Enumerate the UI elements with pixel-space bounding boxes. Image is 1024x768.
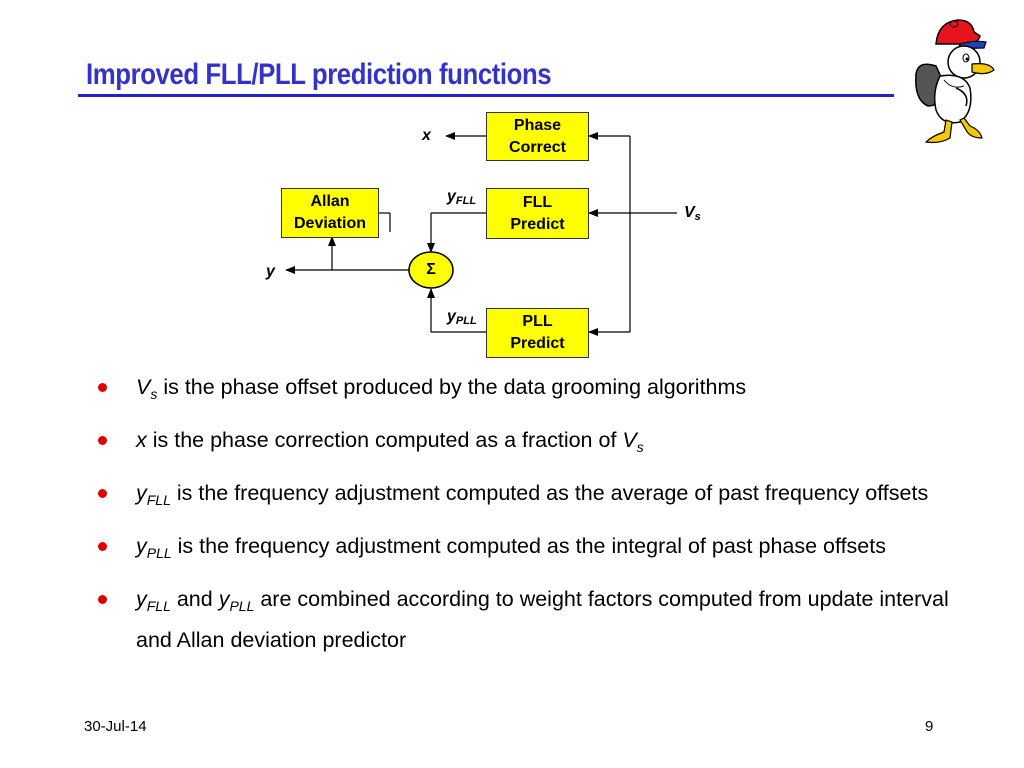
bullet-dot-icon	[98, 489, 107, 498]
pll-predict-line2: Predict	[510, 335, 565, 352]
allan-deviation-line2: Deviation	[293, 215, 366, 232]
bullet-dot-icon	[98, 383, 107, 392]
label-y: y	[266, 263, 275, 280]
bullet-item: x is the phase correction computed as a …	[94, 423, 974, 464]
footer-date: 30-Jul-14	[84, 718, 147, 735]
duck-mascot-icon	[915, 19, 995, 144]
sigma-symbol: Σ	[426, 261, 436, 278]
slide-title: Improved FLL/PLL prediction functions	[86, 58, 552, 91]
bullet-dot-icon	[98, 595, 107, 604]
bullet-dot-icon	[98, 542, 107, 551]
fll-predict-line1: FLL	[522, 193, 553, 211]
bullet-list: Vs is the phase offset produced by the d…	[94, 370, 974, 669]
block-diagram: Phase Correct FLL Predict PLL Predict Al…	[250, 100, 730, 365]
bullet-item: yPLL is the frequency adjustment compute…	[94, 529, 974, 570]
phase-correct-box: Phase Correct	[486, 112, 589, 161]
bullet-item: Vs is the phase offset produced by the d…	[94, 370, 974, 411]
bullet-item: yFLL and yPLL are combined according to …	[94, 582, 974, 657]
allan-deviation-line1: Allan	[310, 193, 350, 210]
title-underline	[78, 94, 894, 97]
label-y-pll: yPLL	[447, 308, 477, 327]
fll-predict-box: FLL Predict	[486, 188, 589, 239]
diagram-connectors	[285, 132, 677, 336]
allan-deviation-box: Allan Deviation	[281, 188, 379, 238]
summing-junction	[408, 251, 454, 289]
label-y-fll: yFLL	[447, 188, 477, 207]
bullet-dot-icon	[98, 436, 107, 445]
label-vs: Vs	[684, 204, 701, 223]
phase-correct-line1: Phase	[513, 116, 562, 134]
label-x: x	[422, 127, 431, 144]
phase-correct-line2: Correct	[509, 138, 566, 156]
pll-predict-line1: PLL	[522, 313, 553, 330]
bullet-item: yFLL is the frequency adjustment compute…	[94, 476, 974, 517]
pll-predict-box: PLL Predict	[486, 308, 589, 358]
page-number: 9	[925, 718, 934, 735]
fll-predict-line2: Predict	[510, 215, 565, 233]
